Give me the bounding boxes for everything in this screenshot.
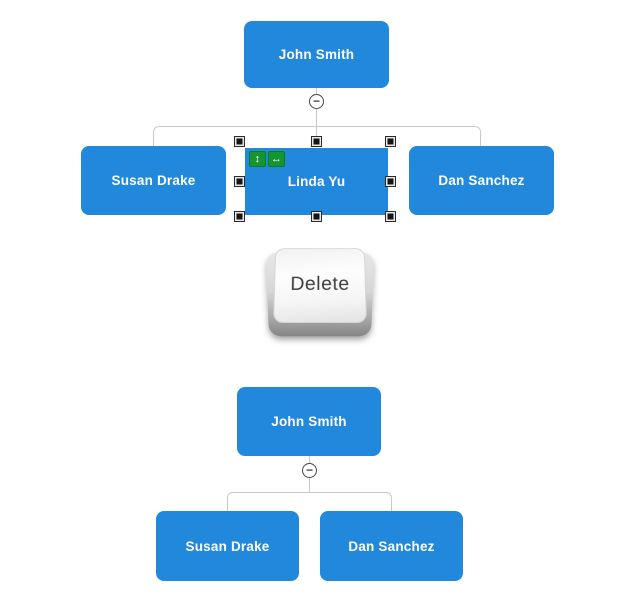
org-node-label: Dan Sanchez <box>348 538 435 554</box>
selection-handle-ne[interactable] <box>385 136 396 147</box>
org-node-susan-drake-bottom[interactable]: Susan Drake <box>156 511 299 581</box>
org-node-label: Dan Sanchez <box>438 173 525 188</box>
collapse-button-top[interactable]: − <box>309 94 324 109</box>
org-node-john-smith-top[interactable]: John Smith <box>244 21 389 88</box>
org-node-label: Susan Drake <box>111 173 196 188</box>
org-node-john-smith-bottom[interactable]: John Smith <box>237 387 381 456</box>
minus-icon: − <box>312 93 320 108</box>
org-node-dan-sanchez-bottom[interactable]: Dan Sanchez <box>320 511 463 581</box>
selection-handle-se[interactable] <box>385 211 396 222</box>
resize-horizontal-glyph: ↔ <box>270 153 283 165</box>
selection-handle-w[interactable] <box>234 176 245 187</box>
resize-horizontal-icon[interactable]: ↔ <box>268 151 285 167</box>
delete-key-label: Delete <box>290 273 350 295</box>
org-node-label: Susan Drake <box>185 538 270 554</box>
minus-icon: − <box>305 462 313 477</box>
org-node-linda-yu-selected[interactable]: Linda Yu ↕ ↔ <box>245 148 388 215</box>
resize-vertical-glyph: ↕ <box>254 153 261 165</box>
collapse-button-bottom[interactable]: − <box>302 463 317 478</box>
selection-handle-s[interactable] <box>311 211 322 222</box>
org-node-label: John Smith <box>271 414 347 429</box>
connector-branch-bottom <box>227 492 392 511</box>
connector-branch-top <box>153 126 481 146</box>
resize-vertical-icon[interactable]: ↕ <box>249 151 266 167</box>
delete-key-face: Delete <box>273 248 367 323</box>
org-node-dan-sanchez-top[interactable]: Dan Sanchez <box>409 146 554 215</box>
delete-key-image: Delete <box>266 244 374 342</box>
org-node-label: John Smith <box>278 47 355 62</box>
selection-handle-e[interactable] <box>385 176 396 187</box>
org-node-label: Linda Yu <box>287 174 346 189</box>
selection-handle-sw[interactable] <box>234 211 245 222</box>
selection-handle-n[interactable] <box>311 136 322 147</box>
org-node-susan-drake-top[interactable]: Susan Drake <box>81 146 226 215</box>
selection-handle-nw[interactable] <box>234 136 245 147</box>
